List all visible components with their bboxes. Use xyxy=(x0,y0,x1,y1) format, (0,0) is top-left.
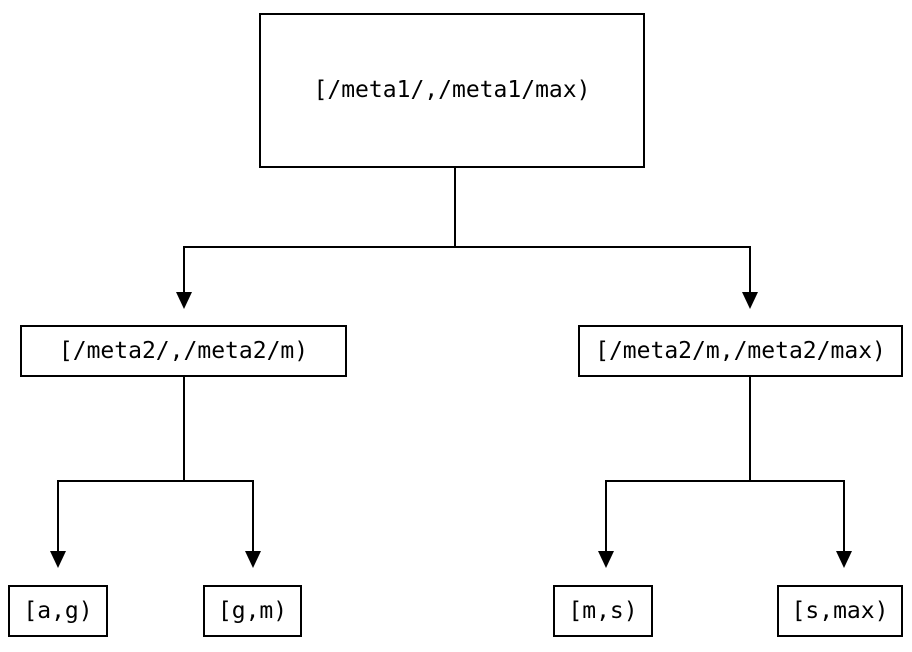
tree-node-label: [a,g) xyxy=(23,597,93,624)
tree-node-label: [s,max) xyxy=(791,597,889,624)
arrowhead-down-icon xyxy=(176,292,192,309)
arrowhead-down-icon xyxy=(742,292,758,309)
tree-node-label: [m,s) xyxy=(568,597,638,624)
tree-leaf-ag: [a,g) xyxy=(8,585,108,637)
tree-node-meta2-low: [/meta2/,/meta2/m) xyxy=(20,325,347,377)
arrowhead-down-icon xyxy=(598,551,614,568)
tree-leaf-gm: [g,m) xyxy=(203,585,302,637)
tree-node-label: [g,m) xyxy=(217,597,288,624)
arrowhead-down-icon xyxy=(50,551,66,568)
arrowhead-down-icon xyxy=(836,551,852,568)
tree-node-label: [/meta2/m,/meta2/max) xyxy=(595,337,886,364)
tree-leaf-ms: [m,s) xyxy=(553,585,653,637)
arrowhead-down-icon xyxy=(245,551,261,568)
tree-node-label: [/meta1/,/meta1/max) xyxy=(313,77,591,103)
tree-leaf-smax: [s,max) xyxy=(777,585,903,637)
tree-node-root: [/meta1/,/meta1/max) xyxy=(259,13,645,168)
tree-node-meta2-high: [/meta2/m,/meta2/max) xyxy=(578,325,903,377)
tree-node-label: [/meta2/,/meta2/m) xyxy=(58,337,309,364)
